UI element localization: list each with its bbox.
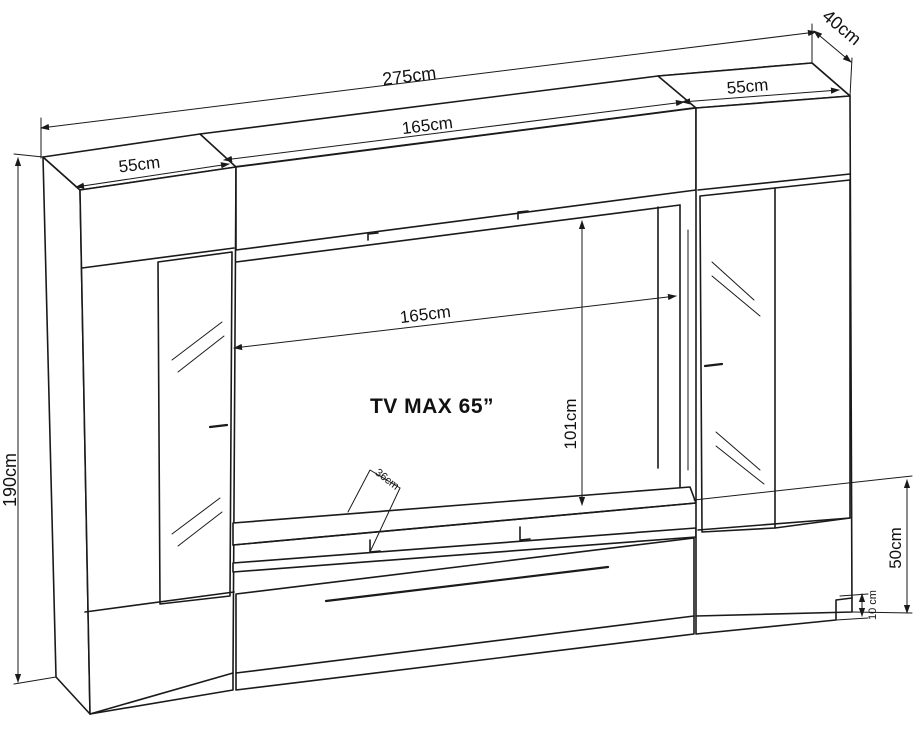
depth-tick [849, 57, 853, 97]
right-door-panel [774, 179, 851, 529]
shelf-depth-leader [347, 469, 401, 513]
left-cabinet-width-label: 55cm [118, 153, 162, 177]
center-top-inner-edge [235, 204, 681, 263]
shelf-depth-line [369, 487, 401, 553]
tv-max-label: TV MAX 65” [370, 395, 494, 418]
left-cabinet-front [79, 166, 237, 715]
left-glass-reflection-2 [177, 335, 225, 373]
right-cabinet-width-line [681, 87, 840, 105]
shelf-depth-label: 36cm [373, 467, 402, 493]
right-glass-reflection-1 [711, 261, 755, 301]
top-bracket-right [517, 210, 529, 220]
tv-shelf-front-edge [232, 502, 697, 546]
lower-height-label: 50cm [886, 527, 905, 569]
left-glass-reflection-1 [171, 321, 223, 361]
furniture-outline [42, 62, 853, 715]
left-glass-door [157, 251, 233, 605]
depth-line [813, 30, 852, 63]
lower-height-tick-top [693, 475, 913, 501]
right-cabinet-width-label: 55cm [726, 75, 769, 98]
right-cabinet-front [695, 95, 853, 617]
right-handle [703, 362, 724, 368]
overall-width-line [40, 29, 817, 131]
dimension-lines [13, 23, 913, 685]
right-cabinet-lower-divider [697, 517, 851, 531]
left-glass-reflection-4 [177, 511, 223, 547]
right-glass-reflection-2 [711, 275, 761, 317]
total-height-tick-top [13, 153, 44, 158]
drawer-handle [324, 565, 610, 603]
plinth-height-label: 10 cm [867, 590, 879, 620]
overall-width-label: 275cm [381, 63, 437, 89]
depth-label: 40cm [819, 6, 866, 50]
total-height-tick-bottom [13, 676, 57, 685]
left-cabinet-width-line [75, 162, 230, 189]
plinth-height-tick-top [839, 593, 869, 597]
left-plinth [89, 672, 234, 715]
plinth-height-tick-bottom [835, 617, 869, 621]
left-cabinet-upper-divider [81, 247, 235, 269]
opening-height-label: 101cm [561, 398, 580, 449]
left-handle [208, 423, 229, 429]
center-plinth [235, 615, 695, 691]
top-bracket-left [367, 232, 379, 241]
opening-width-line [233, 293, 677, 351]
total-height-label: 190cm [0, 453, 20, 507]
left-glass-reflection-3 [171, 497, 221, 535]
right-cabinet-upper-divider [697, 173, 851, 191]
right-glass-reflection-3 [715, 431, 761, 471]
center-top-width-line [223, 99, 685, 163]
lower-height-tick-bottom [851, 611, 913, 614]
shelf-bracket-right [519, 526, 531, 541]
center-top-width-label: 165cm [401, 113, 454, 138]
right-glass-reflection-4 [715, 445, 765, 485]
